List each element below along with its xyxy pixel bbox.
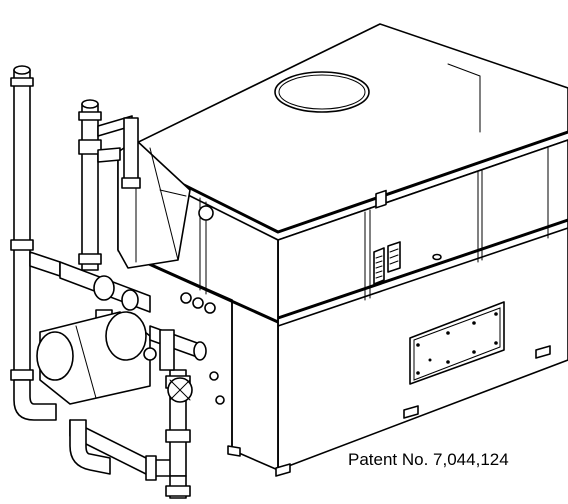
tall-vertical-pipe: [13, 69, 31, 381]
fitting-2: [192, 297, 204, 309]
foot-front: [275, 463, 291, 477]
second-vertical-pipe: [81, 103, 99, 271]
control-panel: [373, 241, 401, 285]
cabinet: [117, 23, 568, 477]
circulator-pump: [36, 311, 157, 405]
foot-left: [227, 445, 241, 457]
access-panel: [409, 301, 505, 385]
side-port: [198, 205, 214, 221]
fitting-1: [180, 292, 192, 304]
piping: [10, 65, 207, 499]
top-vent-ring: [274, 71, 370, 113]
fitting-3: [204, 302, 216, 314]
rating-plate: [375, 189, 387, 209]
indicator-light: [432, 253, 442, 261]
foot-right: [535, 345, 551, 359]
foot-mid: [403, 405, 419, 419]
patent-number-label: Patent No. 7,044,124: [348, 450, 509, 469]
